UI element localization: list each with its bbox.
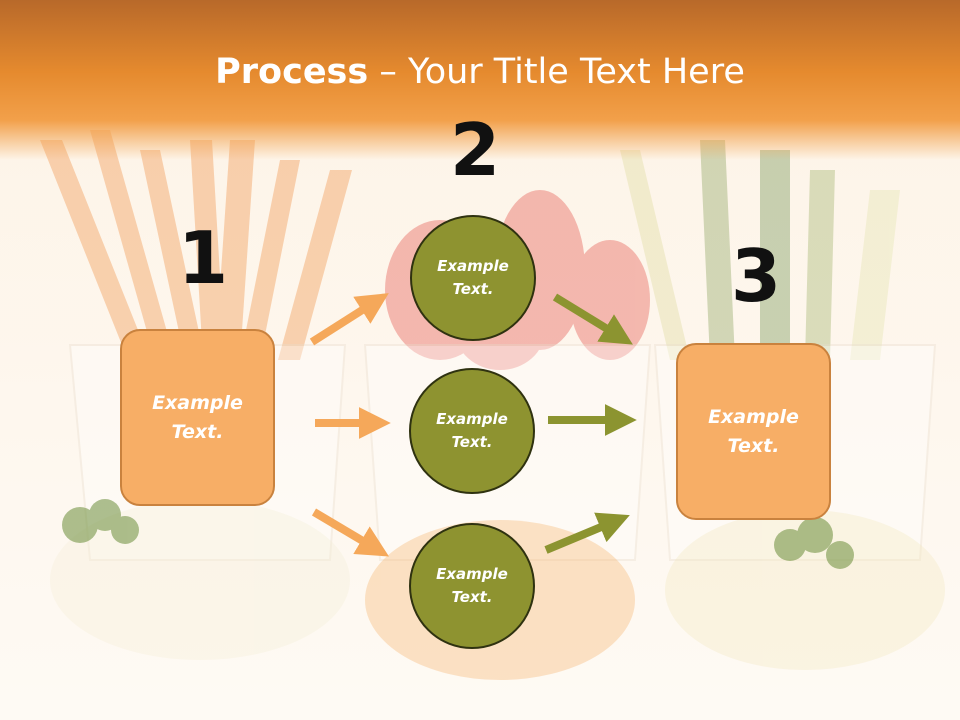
bottom-circle: Example Text. — [409, 523, 535, 649]
bottom-circle-line2: Text. — [451, 588, 493, 606]
left-text-box: Example Text. — [120, 329, 275, 506]
left-box-line2: Text. — [171, 420, 224, 443]
title-bold: Process — [215, 52, 369, 92]
bottom-circle-line1: Example — [436, 564, 508, 583]
arrow-left-down — [311, 508, 390, 557]
arrow-left-up — [309, 293, 389, 346]
middle-circle: Example Text. — [409, 368, 535, 494]
middle-circle-line1: Example — [436, 409, 508, 428]
title-banner — [0, 0, 960, 160]
right-box-line2: Text. — [727, 434, 780, 457]
middle-circle-line2: Text. — [451, 433, 493, 451]
top-circle-line1: Example — [437, 256, 509, 275]
top-circle-line2: Text. — [452, 280, 494, 298]
step-number-1: 1 — [178, 216, 229, 300]
arrow-right-up — [544, 512, 630, 554]
slide-title: Process – Your Title Text Here — [0, 52, 960, 92]
title-rest: – Your Title Text Here — [368, 52, 745, 92]
top-circle: Example Text. — [410, 215, 536, 341]
step-number-3: 3 — [731, 234, 782, 318]
arrow-right-down — [552, 293, 633, 345]
step-number-2: 2 — [450, 108, 501, 192]
right-box-line1: Example — [708, 406, 799, 428]
right-text-box: Example Text. — [676, 343, 831, 520]
left-box-line1: Example — [152, 392, 243, 414]
